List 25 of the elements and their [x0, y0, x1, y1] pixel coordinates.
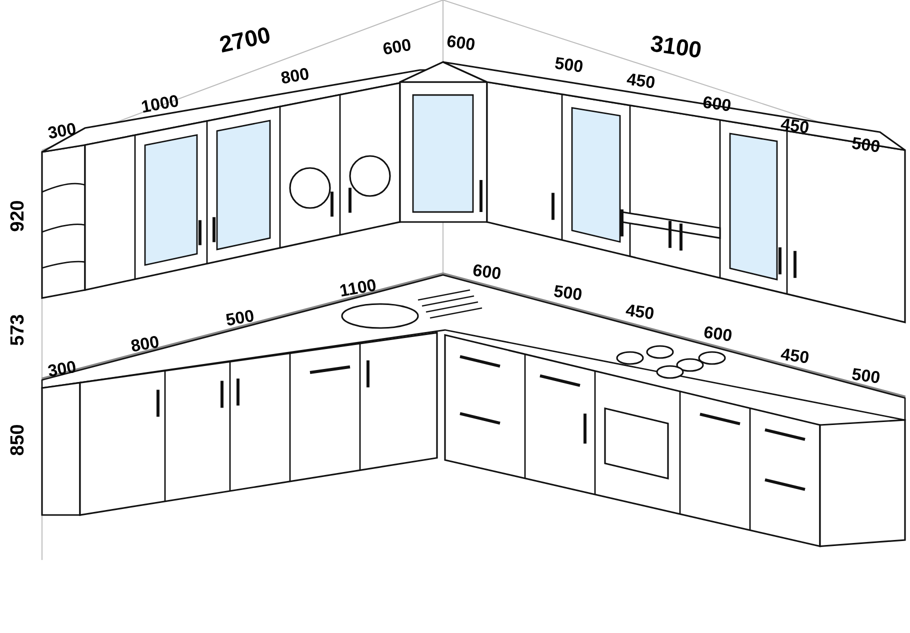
dimension-label: 500	[850, 366, 882, 386]
dimension-label: 450	[780, 116, 810, 136]
dimension-label: 920	[8, 200, 28, 232]
dimension-label: 500	[224, 307, 256, 329]
dimension-label: 1100	[338, 276, 378, 300]
dimension-label: 2700	[218, 23, 272, 57]
dimension-label: 800	[280, 65, 310, 87]
dimension-label: 600	[702, 324, 734, 344]
dimension-label: 450	[624, 302, 656, 322]
dimension-label: 450	[626, 70, 656, 92]
dimension-label: 300	[46, 120, 78, 142]
dimension-label: 3100	[649, 32, 703, 62]
dimension-label: 300	[46, 358, 78, 380]
dimension-label: 573	[8, 314, 28, 346]
dimension-label: 600	[382, 36, 412, 58]
dimension-label: 450	[780, 346, 810, 366]
dimension-label: 1000	[140, 92, 180, 116]
dimension-label: 500	[554, 54, 584, 76]
dimension-label: 500	[850, 134, 882, 156]
dimension-label: 600	[702, 94, 732, 114]
dimension-label: 600	[446, 32, 476, 54]
dimension-label: 500	[552, 282, 584, 304]
dimension-label: 600	[472, 262, 502, 282]
dimension-label: 850	[8, 424, 28, 456]
dimension-label: 800	[130, 333, 160, 355]
